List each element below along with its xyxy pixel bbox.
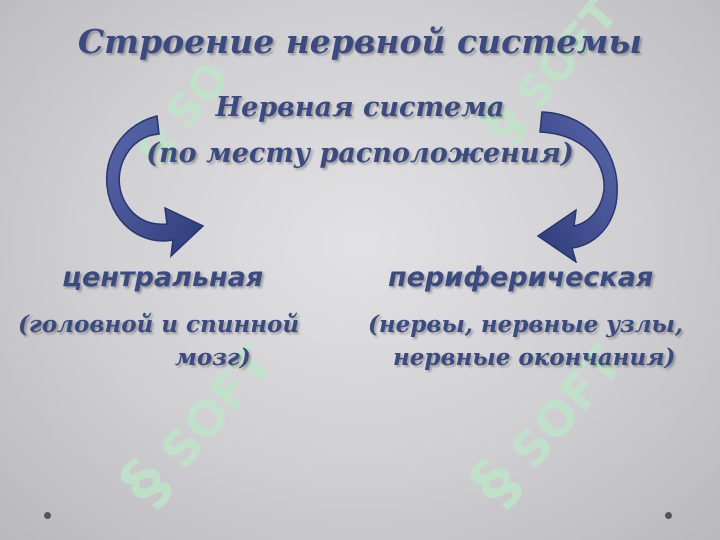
- root-node-title: Нервная система: [215, 92, 505, 123]
- svg-text:§: §: [105, 445, 185, 520]
- branch-central-desc-line2: мозг): [175, 344, 251, 371]
- branch-central-title: центральная: [62, 262, 264, 293]
- slide-title: Строение нервной системы: [77, 22, 643, 61]
- right-curved-arrow: [536, 111, 618, 263]
- root-node-subtitle: (по месту расположения): [146, 138, 574, 169]
- branch-central-desc-line1: (головной и спинной: [18, 311, 300, 338]
- branch-peripheral-title: периферическая: [388, 262, 654, 293]
- left-curved-arrow: [105, 115, 205, 258]
- corner-dot-left: [44, 512, 51, 519]
- corner-dot-right: [665, 512, 672, 519]
- svg-text:§: §: [455, 445, 535, 520]
- branch-peripheral-desc-line2: нервные окончания): [393, 344, 676, 371]
- branch-peripheral-desc-line1: (нервы, нервные узлы,: [368, 311, 683, 338]
